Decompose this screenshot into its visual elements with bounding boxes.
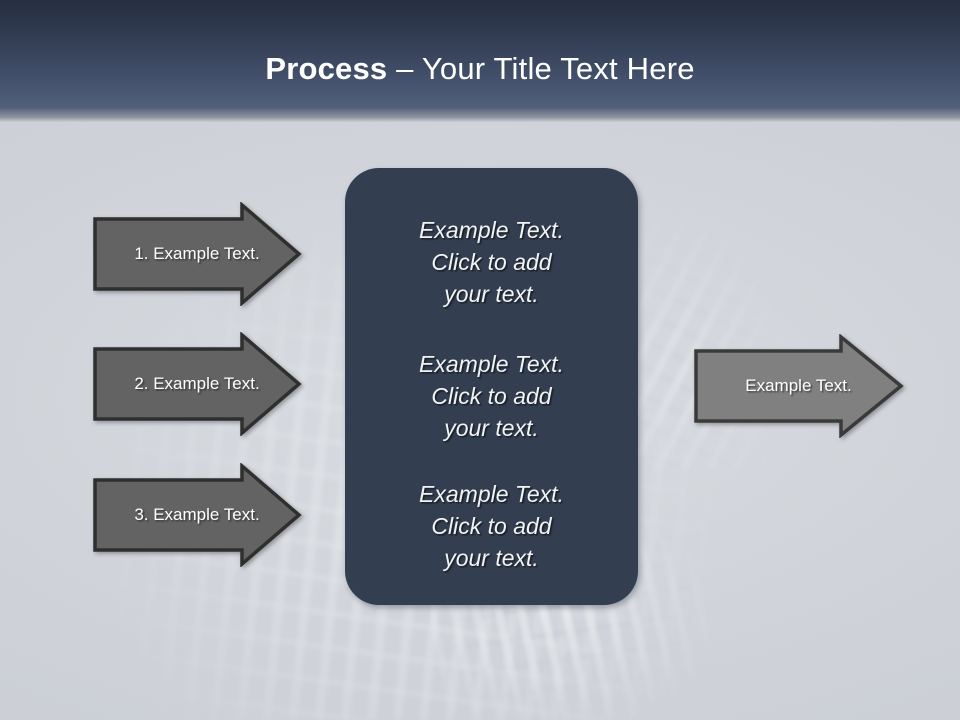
output-arrow[interactable]: Example Text. [693, 334, 904, 438]
process-panel-block-1: Example Text. Click to add your text. [419, 217, 564, 307]
input-arrow-2[interactable]: 2. Example Text. [92, 332, 302, 436]
arrow-right-icon [93, 202, 302, 306]
input-arrow-1[interactable]: 1. Example Text. [92, 202, 302, 306]
input-arrow-3[interactable]: 3. Example Text. [92, 463, 302, 567]
page-title: Process – Your Title Text Here [0, 50, 960, 88]
process-panel[interactable]: Example Text. Click to add your text. Ex… [345, 168, 638, 605]
process-panel-block-2: Example Text. Click to add your text. [419, 351, 564, 441]
arrow-right-icon [93, 463, 302, 567]
arrow-right-icon [93, 332, 302, 436]
page-title-rest: – Your Title Text Here [387, 51, 695, 86]
page-title-bold: Process [265, 51, 388, 86]
title-banner: Process – Your Title Text Here [0, 0, 960, 122]
arrow-right-icon [694, 334, 904, 438]
process-panel-block-3: Example Text. Click to add your text. [419, 481, 564, 571]
